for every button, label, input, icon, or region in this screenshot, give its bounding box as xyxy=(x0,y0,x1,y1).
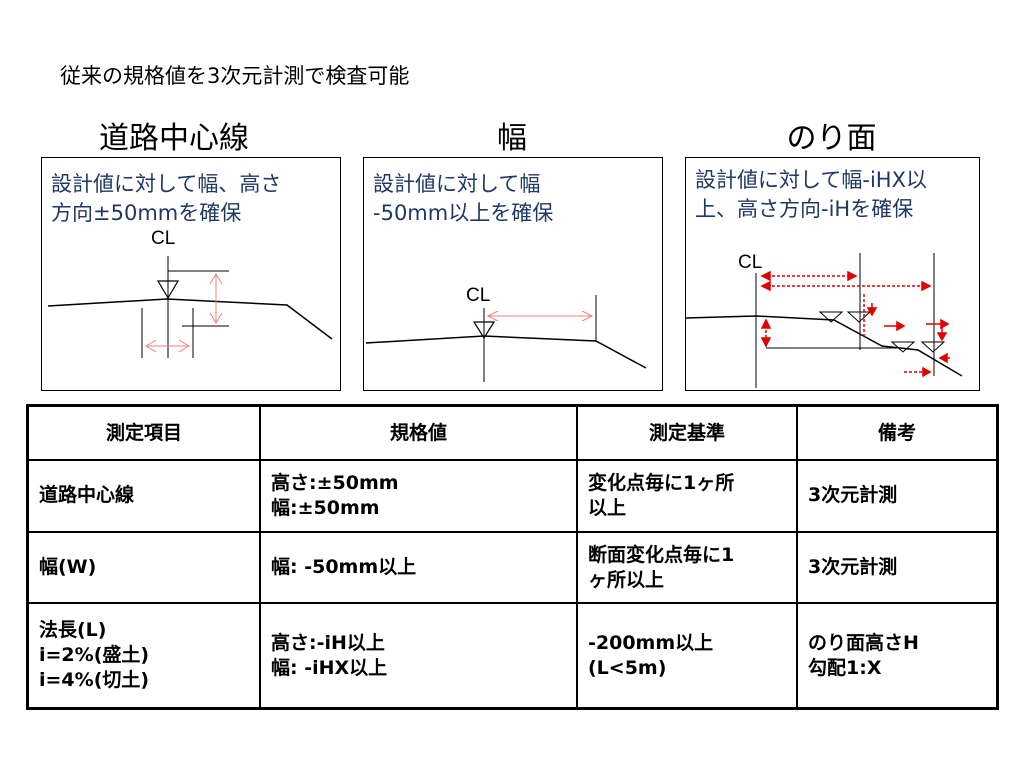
road-centerline-diagram: CL xyxy=(47,228,333,358)
cl-label: CL xyxy=(738,252,762,273)
cell-basis: 変化点毎に1ヶ所以上 xyxy=(576,459,798,533)
cl-label: CL xyxy=(466,285,490,306)
header-spec: 規格値 xyxy=(259,404,578,461)
panel-slope-text: 設計値に対して幅-iHX以上、高さ方向-iHを確保 xyxy=(695,168,927,221)
panel-road-centerline-text: 設計値に対して幅、高さ方向±50mmを確保 xyxy=(51,172,282,225)
cell-item: 幅(W) xyxy=(26,530,261,605)
cell-item: 法長(L)i=2%(盛土)i=4%(切土) xyxy=(26,602,261,710)
table-header-row: 測定項目 規格値 測定基準 備考 xyxy=(26,404,999,461)
heading-slope: のり面 xyxy=(786,121,877,156)
heading-width: 幅 xyxy=(497,121,527,156)
cell-note: 3次元計測 xyxy=(796,459,999,533)
heading-road-centerline: 道路中心線 xyxy=(99,121,249,156)
cell-note: 3次元計測 xyxy=(796,530,999,605)
panel-width: 設計値に対して幅-50mm以上を確保 CL xyxy=(363,157,663,391)
width-diagram: CL xyxy=(365,285,647,382)
header-basis: 測定基準 xyxy=(576,404,798,461)
cell-spec: 高さ:-iH以上幅: -iHX以上 xyxy=(259,602,578,710)
panel-road-centerline: 設計値に対して幅、高さ方向±50mmを確保 CL xyxy=(41,157,341,391)
header-note: 備考 xyxy=(796,404,999,461)
cell-spec: 幅: -50mm以上 xyxy=(259,530,578,605)
cl-label: CL xyxy=(151,228,175,249)
cell-item: 道路中心線 xyxy=(26,459,261,533)
level-marker-icon xyxy=(156,280,180,300)
panel-width-text: 設計値に対して幅-50mm以上を確保 xyxy=(373,172,554,225)
panel-slope: 設計値に対して幅-iHX以上、高さ方向-iHを確保 CL xyxy=(685,157,980,391)
level-marker-icon xyxy=(472,321,496,340)
page-subtitle: 従来の規格値を3次元計測で検査可能 xyxy=(60,64,410,88)
header-item: 測定項目 xyxy=(26,404,261,461)
table-row: 法長(L)i=2%(盛土)i=4%(切土) 高さ:-iH以上幅: -iHX以上 … xyxy=(26,602,999,710)
cell-basis: -200mm以上(L<5m) xyxy=(576,602,798,710)
slope-diagram: CL xyxy=(686,252,963,388)
